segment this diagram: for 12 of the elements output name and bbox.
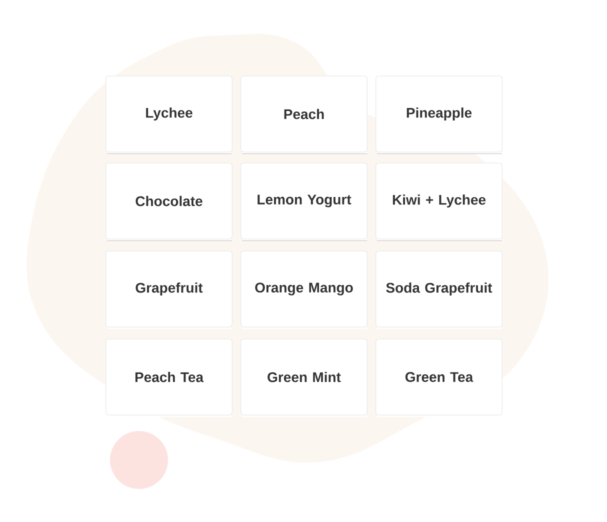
card: Kiwi + Lychee — [376, 162, 502, 241]
card: Orange Mango — [240, 250, 368, 329]
card: Peach — [240, 76, 368, 154]
card: Lemon Yogurt — [240, 162, 368, 241]
card: Green Tea — [376, 338, 502, 417]
card: Lychee — [106, 76, 232, 154]
card: Chocolate — [106, 162, 232, 241]
card: Pineapple — [376, 76, 502, 154]
card: Peach Tea — [106, 338, 232, 417]
card: Green Mint — [240, 338, 368, 417]
card: Soda Grapefruit — [376, 250, 502, 329]
card: Grapefruit — [106, 250, 232, 329]
